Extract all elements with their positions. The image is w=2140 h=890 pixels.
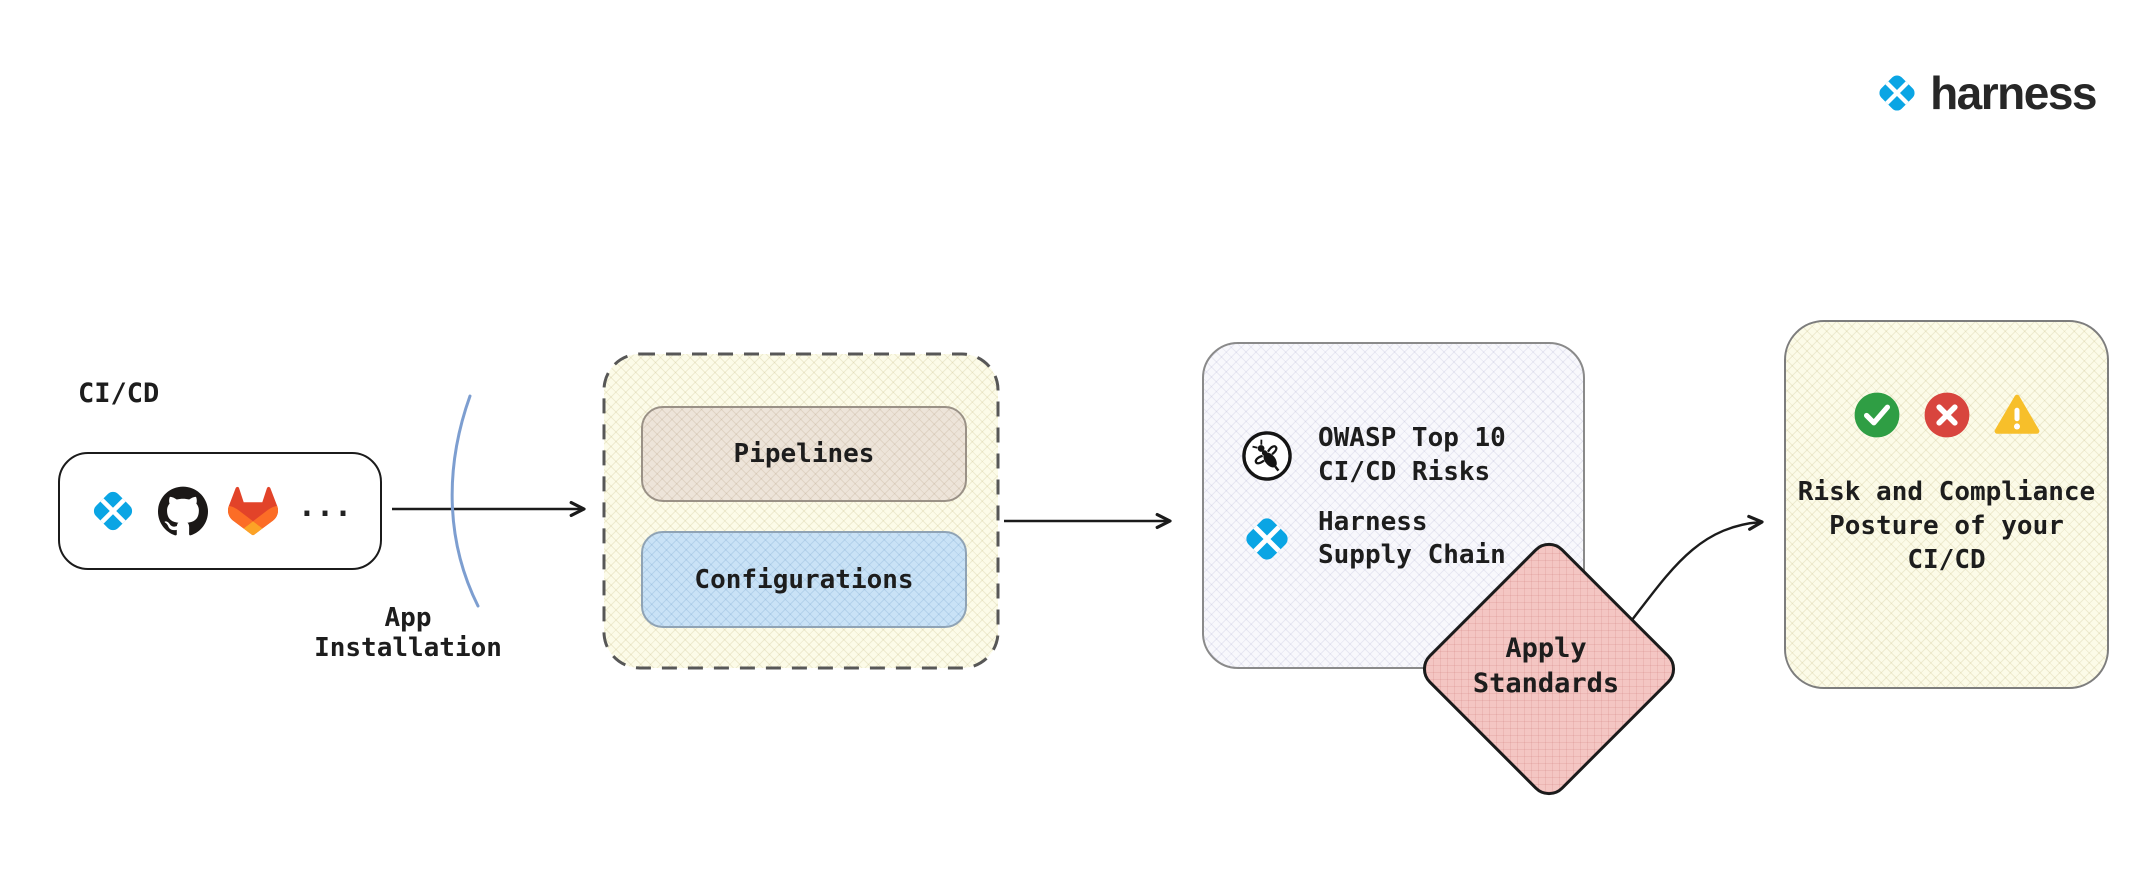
result-status-icons bbox=[1786, 390, 2107, 440]
check-icon bbox=[1852, 390, 1902, 440]
app-installation-line: Installation bbox=[314, 632, 502, 663]
configurations-box: Configurations bbox=[641, 531, 967, 628]
app-installation-label: App Installation bbox=[288, 603, 528, 664]
harness-supply-chain-text: Harness Supply Chain bbox=[1318, 506, 1506, 574]
cicd-label: CI/CD bbox=[78, 378, 160, 409]
standards-item-line: Supply Chain bbox=[1318, 540, 1506, 571]
apply-standards-diamond: Apply Standards bbox=[1414, 534, 1684, 804]
standards-item-line: OWASP Top 10 bbox=[1318, 423, 1506, 453]
cicd-sources-box: ... bbox=[58, 452, 382, 570]
github-icon bbox=[158, 486, 208, 536]
app-installation-curve bbox=[450, 394, 480, 608]
app-installation-line: App bbox=[384, 603, 432, 633]
cross-icon bbox=[1922, 390, 1972, 440]
pipelines-label: Pipelines bbox=[733, 439, 875, 469]
result-text: Risk and Compliance Posture of your CI/C… bbox=[1786, 476, 2107, 577]
warning-icon bbox=[1992, 390, 2042, 440]
apply-standards-label: Apply Standards bbox=[1416, 546, 1676, 786]
pipelines-box: Pipelines bbox=[641, 406, 967, 502]
harness-supply-chain-row: Harness Supply Chain bbox=[1240, 506, 1583, 574]
app-scope-box: Pipelines Configurations bbox=[604, 354, 998, 668]
harness-icon bbox=[88, 486, 138, 536]
owasp-row: OWASP Top 10 CI/CD Risks bbox=[1240, 422, 1583, 490]
harness-icon bbox=[1240, 512, 1294, 566]
harness-logo-icon bbox=[1874, 70, 1920, 116]
standards-item-line: Harness bbox=[1318, 506, 1428, 537]
result-line: Risk and Compliance bbox=[1797, 477, 2096, 507]
owasp-icon bbox=[1240, 429, 1294, 483]
result-box: Risk and Compliance Posture of your CI/C… bbox=[1784, 320, 2109, 689]
gitlab-icon bbox=[228, 486, 278, 536]
result-line: CI/CD bbox=[1907, 544, 1986, 575]
ellipsis-label: ... bbox=[297, 489, 353, 524]
harness-logo-text: harness bbox=[1930, 67, 2097, 119]
harness-brand: harness bbox=[1874, 67, 2097, 119]
result-line: Posture of your bbox=[1829, 510, 2064, 541]
owasp-text: OWASP Top 10 CI/CD Risks bbox=[1318, 422, 1506, 490]
apply-standards-line: Standards bbox=[1472, 668, 1620, 699]
standards-item-line: CI/CD Risks bbox=[1318, 456, 1491, 487]
configurations-label: Configurations bbox=[694, 564, 914, 595]
apply-standards-line: Apply bbox=[1505, 632, 1587, 664]
